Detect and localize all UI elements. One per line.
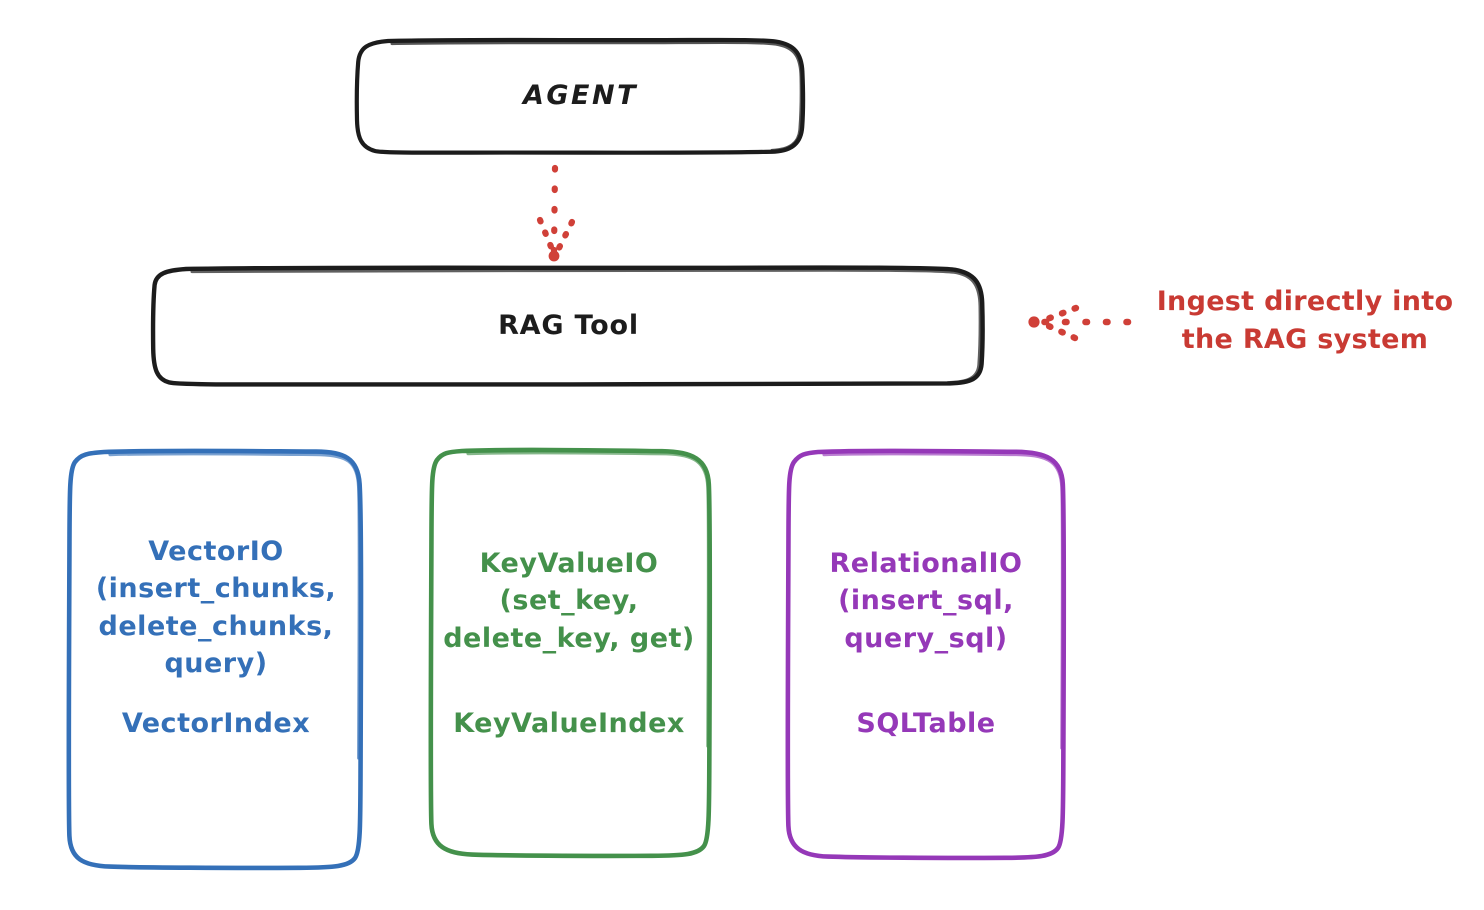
relational-io-box-overstroke: [822, 452, 1065, 750]
agent-box-outline-overstroke: [390, 40, 803, 152]
agent-rag-arrowhead-right: [552, 218, 576, 258]
ingest-arrowhead-upper: [1038, 304, 1080, 325]
edge-agent-to-rag-tool: [536, 164, 576, 262]
agent-rag-dotted-line: [550, 164, 559, 256]
node-vector-io[interactable]: [66, 448, 364, 871]
rag-tool-box-overstroke: [190, 268, 982, 385]
key-value-io-box-outline: [428, 447, 713, 859]
agent-rag-arrow-tip: [548, 250, 560, 262]
node-key-value-io[interactable]: [428, 447, 713, 859]
relational-io-box-outline: [785, 448, 1067, 861]
vector-io-box-outline: [66, 448, 364, 871]
key-value-io-box-overstroke: [466, 451, 711, 748]
rag-tool-box-outline: [150, 265, 985, 387]
node-agent[interactable]: [354, 37, 806, 155]
ingest-arrow-tip: [1028, 316, 1040, 328]
node-rag-tool[interactable]: [150, 265, 985, 387]
agent-box-outline: [354, 37, 806, 155]
vector-io-box-overstroke: [108, 452, 361, 760]
node-relational-io[interactable]: [785, 448, 1067, 861]
edge-ingest-annotation: [1028, 304, 1132, 342]
agent-rag-arrowhead: [536, 216, 558, 258]
ingest-arrowhead-lower: [1038, 319, 1079, 342]
